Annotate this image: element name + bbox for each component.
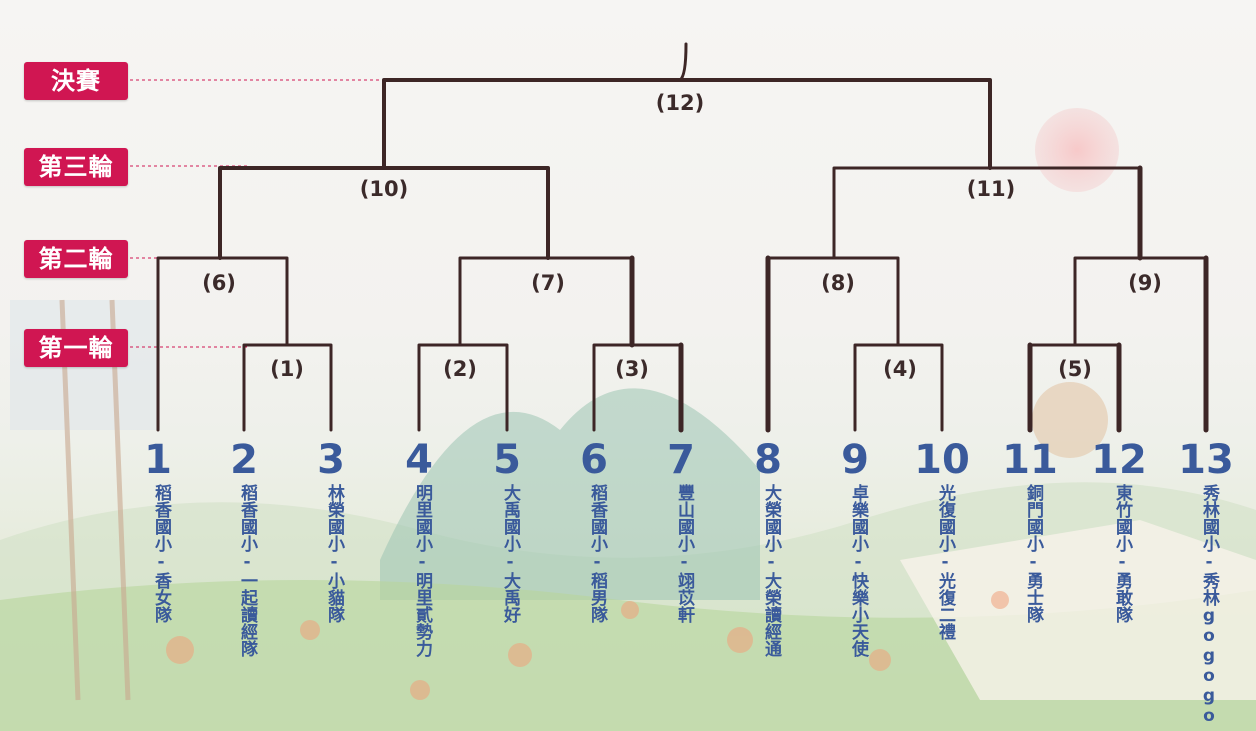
round-tag-third: 第三輪	[24, 148, 128, 186]
match-label: (9)	[1128, 271, 1162, 295]
match-label: (10)	[359, 177, 409, 201]
match-label: (1)	[270, 357, 304, 381]
bracket-line	[678, 42, 688, 82]
sun-decoration	[1035, 108, 1119, 192]
match-label: (5)	[1058, 357, 1092, 381]
flower-decoration	[166, 591, 1009, 700]
team-name: 稻香國小-一起讀經隊	[237, 484, 257, 657]
team-name: 光復國小-光復二禮	[935, 484, 955, 640]
team-number: 4	[405, 437, 433, 483]
bracket-line	[156, 256, 289, 432]
team-name: 明里國小-明里貳勢力	[412, 484, 432, 657]
team-name: 林榮國小-小貓隊	[324, 484, 344, 623]
open-book-decoration	[900, 520, 1256, 700]
team-name: 東竹國小-勇敢隊	[1112, 484, 1132, 623]
match-label: (12)	[655, 91, 705, 115]
team-name: 銅門國小-勇士隊	[1023, 484, 1043, 623]
match-label: (7)	[531, 271, 565, 295]
team-number: 6	[580, 437, 608, 483]
team-number: 9	[841, 437, 869, 483]
team-number: 8	[754, 437, 782, 483]
team-name: 豐山國小-翊苡軒	[674, 484, 694, 623]
bracket-line	[382, 78, 992, 170]
team-number: 2	[230, 437, 258, 483]
team-number: 5	[493, 437, 521, 483]
match-label: (2)	[443, 357, 477, 381]
team-number: 1	[144, 437, 172, 483]
match-label: (6)	[202, 271, 236, 295]
match-label: (4)	[883, 357, 917, 381]
match-label: (8)	[821, 271, 855, 295]
team-name: 秀林國小-秀林gogogo	[1199, 484, 1219, 726]
match-label: (3)	[615, 357, 649, 381]
bracket-line	[417, 343, 509, 432]
team-number: 3	[317, 437, 345, 483]
team-number: 12	[1091, 437, 1147, 483]
team-name: 大榮國小-大榮讀經通	[761, 484, 781, 657]
team-name: 稻香國小-稻男隊	[587, 484, 607, 623]
round-tag-second: 第二輪	[24, 240, 128, 278]
team-name: 大禹國小-大禹好	[500, 484, 520, 623]
team-name: 卓樂國小-快樂小天使	[848, 484, 868, 657]
round-tag-final: 決賽	[24, 62, 128, 100]
girl-decoration	[1032, 382, 1108, 458]
team-name: 稻香國小-香女隊	[151, 484, 171, 623]
team-number: 13	[1178, 437, 1234, 483]
match-label: (11)	[966, 177, 1016, 201]
round-tag-first: 第一輪	[24, 329, 128, 367]
team-number: 11	[1002, 437, 1058, 483]
team-number: 10	[914, 437, 970, 483]
mountain-decoration	[380, 388, 760, 600]
team-number: 7	[667, 437, 695, 483]
